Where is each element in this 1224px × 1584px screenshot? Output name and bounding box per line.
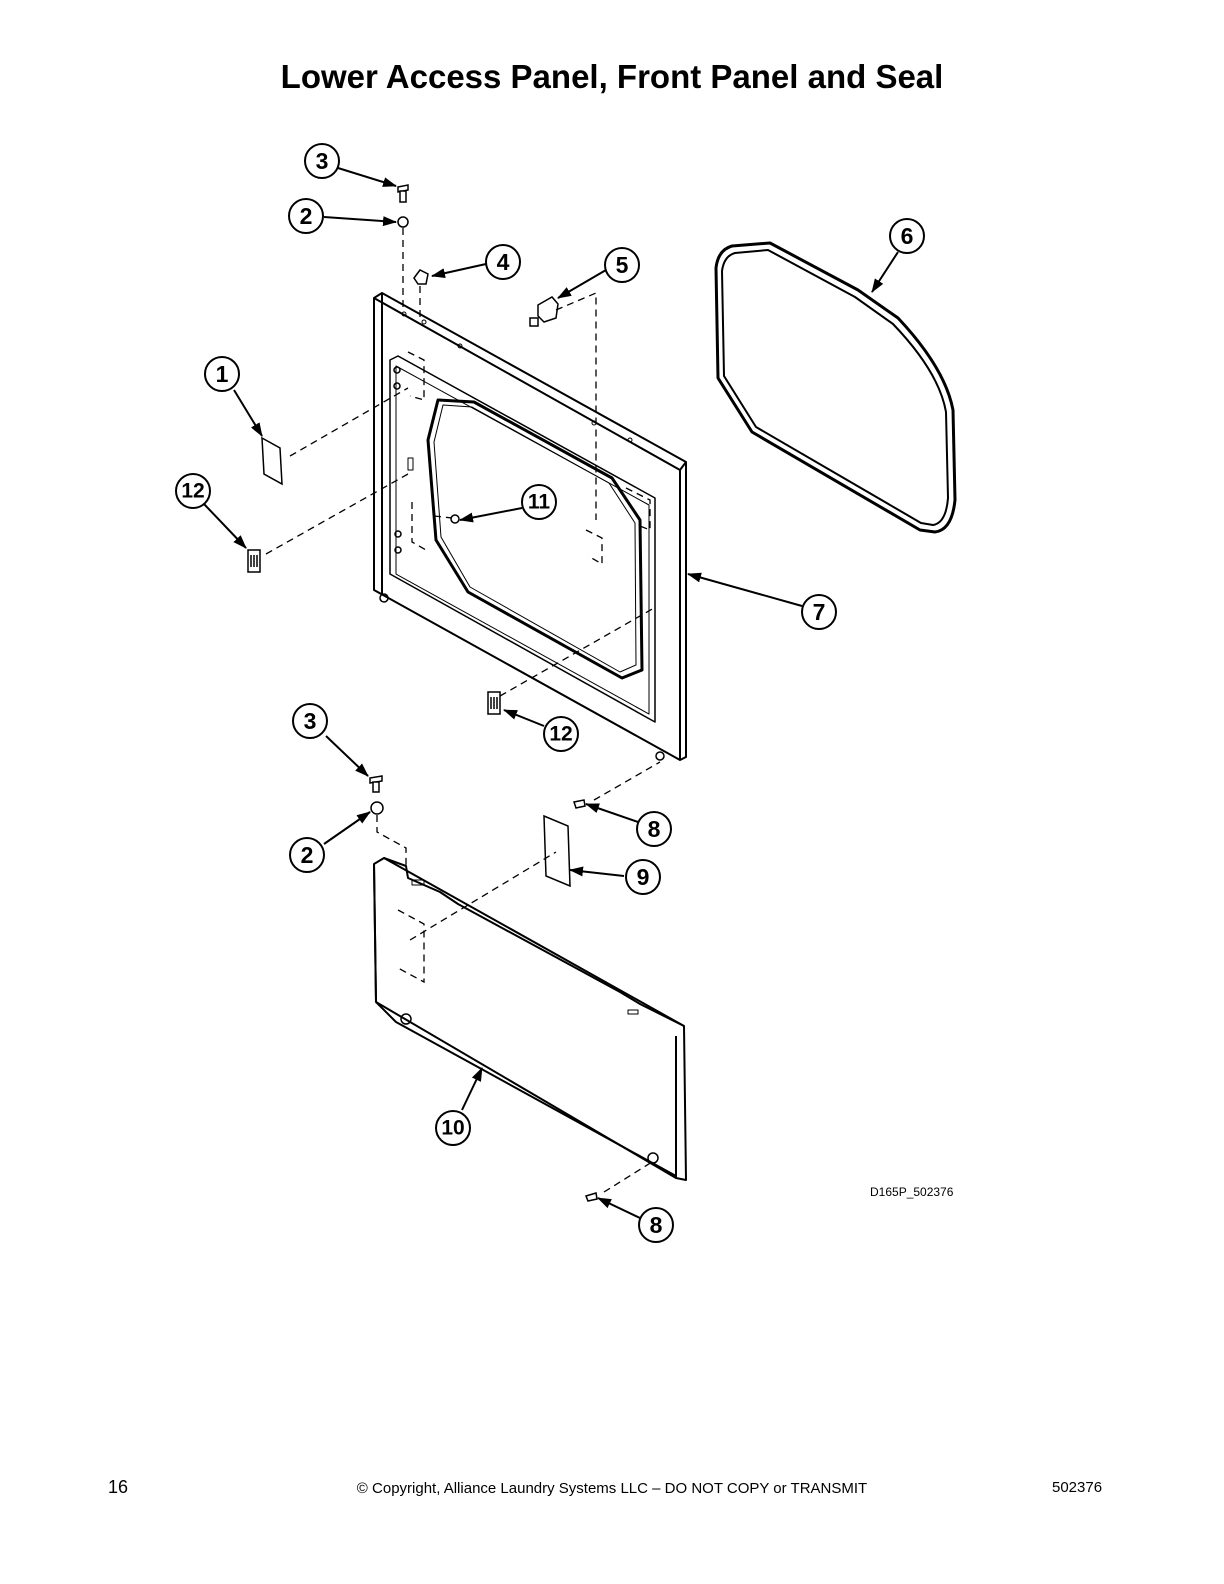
callout-6: 6: [889, 218, 925, 254]
callout-5: 5: [604, 247, 640, 283]
clip-12-bottom-icon: [487, 691, 501, 715]
callout-4: 4: [485, 244, 521, 280]
callout-8-upper: 8: [636, 811, 672, 847]
callout-12-bottom: 12: [543, 716, 579, 752]
page-title: Lower Access Panel, Front Panel and Seal: [280, 58, 944, 95]
callout-3-top: 3: [304, 143, 340, 179]
callout-10: 10: [435, 1110, 471, 1146]
callout-8-upper-label: 8: [648, 816, 661, 842]
callout-7: 7: [801, 594, 837, 630]
clip-4-icon: [413, 269, 429, 285]
callout-12-top: 12: [175, 473, 211, 509]
clip-12-top-icon: [247, 549, 261, 573]
callout-1: 1: [204, 356, 240, 392]
callout-11: 11: [521, 484, 557, 520]
leader-arrows: [203, 167, 899, 1219]
callout-2-top: 2: [288, 198, 324, 234]
small-parts: [247, 184, 598, 1202]
label-1-icon: [261, 436, 283, 486]
footer-page-number: 16: [108, 1477, 129, 1497]
callout-8-lower: 8: [638, 1207, 674, 1243]
assembly-lines: [265, 228, 661, 1193]
screw-top-icon: [397, 184, 409, 203]
callout-3-lower-label: 3: [304, 708, 317, 734]
footer-copyright: © Copyright, Alliance Laundry Systems LL…: [356, 1480, 868, 1497]
door-seal: [714, 241, 957, 534]
callout-6-label: 6: [901, 223, 914, 249]
callout-8-lower-label: 8: [650, 1212, 663, 1238]
lower-access-panel: [373, 857, 687, 1181]
callout-2-lower: 2: [289, 837, 325, 873]
callout-1-label: 1: [216, 361, 229, 387]
callout-12-bottom-label: 12: [549, 723, 572, 746]
callout-5-label: 5: [616, 252, 629, 278]
callout-9: 9: [625, 859, 661, 895]
callout-9-label: 9: [637, 864, 650, 890]
callout-3-lower: 3: [292, 703, 328, 739]
bumper-11-icon: [450, 514, 460, 524]
callout-12-top-label: 12: [181, 480, 204, 503]
callout-11-label: 11: [528, 491, 551, 514]
callout-10-label: 10: [441, 1117, 464, 1140]
label-9-icon: [543, 814, 571, 888]
screw-8-upper-icon: [573, 799, 586, 809]
front-panel: [373, 292, 687, 761]
drawing-id: D165P_502376: [870, 1185, 954, 1199]
switch-5-icon: [529, 296, 559, 327]
nut-top-icon: [397, 216, 409, 228]
callout-3-top-label: 3: [316, 148, 329, 174]
nut-lower-icon: [370, 801, 384, 815]
callout-7-label: 7: [813, 599, 826, 625]
screw-8-lower-icon: [584, 1192, 598, 1202]
callout-2-lower-label: 2: [301, 842, 314, 868]
callout-2-top-label: 2: [300, 203, 313, 229]
footer-doc-number: 502376: [1052, 1479, 1103, 1496]
screw-lower-icon: [369, 775, 383, 793]
callout-4-label: 4: [497, 249, 510, 275]
